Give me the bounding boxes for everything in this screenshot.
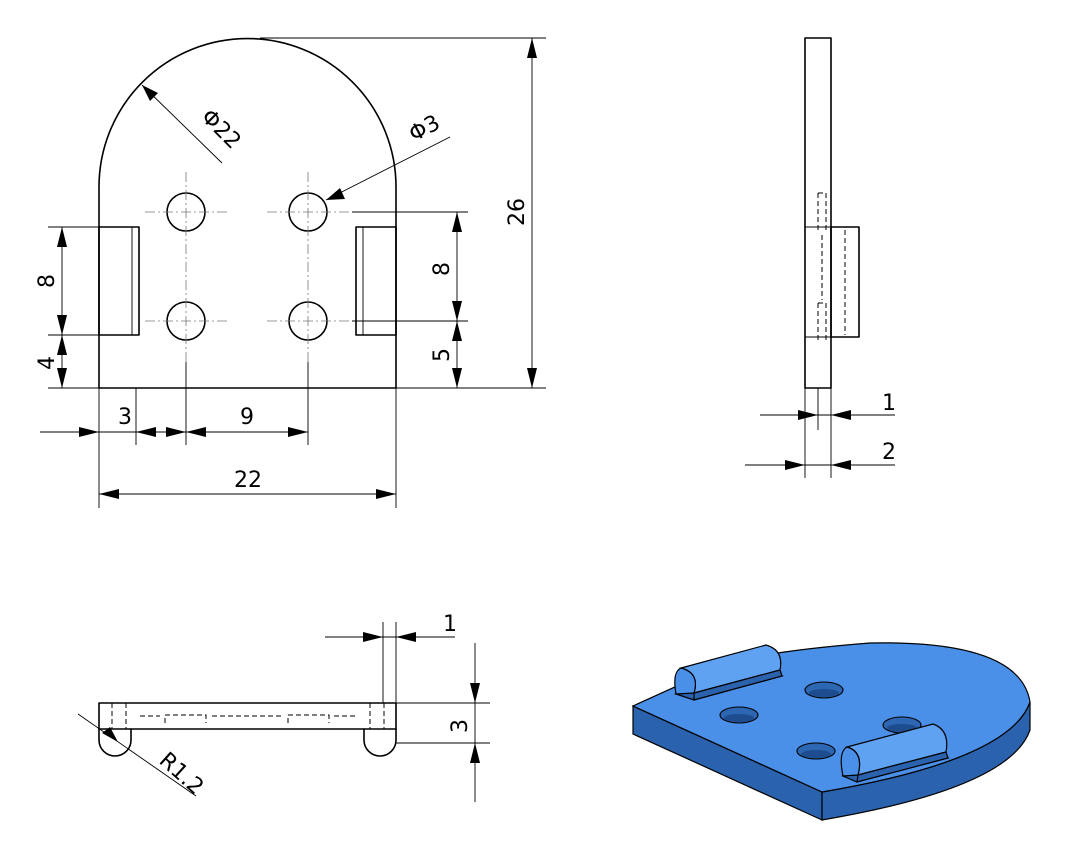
iso-right-clip — [840, 723, 950, 783]
dim-hole-spacing-horizontal: 9 — [240, 405, 254, 430]
side-clip — [830, 226, 860, 338]
dim-radius: R1.2 — [154, 748, 208, 800]
right-clip — [355, 226, 397, 336]
dim-offset-bottom-left: 4 — [35, 356, 60, 370]
front-view: Φ22 Φ3 26 8 5 8 4 — [35, 37, 546, 508]
dim-total-thickness: 2 — [882, 440, 896, 465]
dim-hole-spacing-vertical: 8 — [430, 262, 455, 276]
bottom-left-clip — [98, 728, 132, 757]
dim-clip-length: 8 — [35, 274, 60, 288]
front-plate-outline — [98, 37, 397, 389]
bottom-right-clip — [363, 728, 397, 757]
dim-clip-thickness: 1 — [443, 612, 457, 637]
bottom-plate — [98, 702, 397, 730]
dim-height-total: 26 — [505, 198, 530, 226]
isometric-view — [631, 642, 1031, 821]
dim-offset-bottom-right: 5 — [430, 348, 455, 362]
iso-left-clip — [673, 644, 785, 701]
side-view: 1 2 — [745, 37, 896, 478]
dim-hole-diameter: Φ3 — [405, 111, 444, 148]
dim-offset-left: 3 — [118, 405, 132, 430]
dim-width-total: 22 — [234, 468, 262, 493]
dim-big-diameter: Φ22 — [196, 105, 246, 155]
bottom-view: R1.2 1 3 — [77, 612, 490, 802]
dim-height: 3 — [448, 719, 473, 733]
left-clip — [98, 226, 140, 336]
dim-plate-thickness: 1 — [882, 391, 896, 416]
